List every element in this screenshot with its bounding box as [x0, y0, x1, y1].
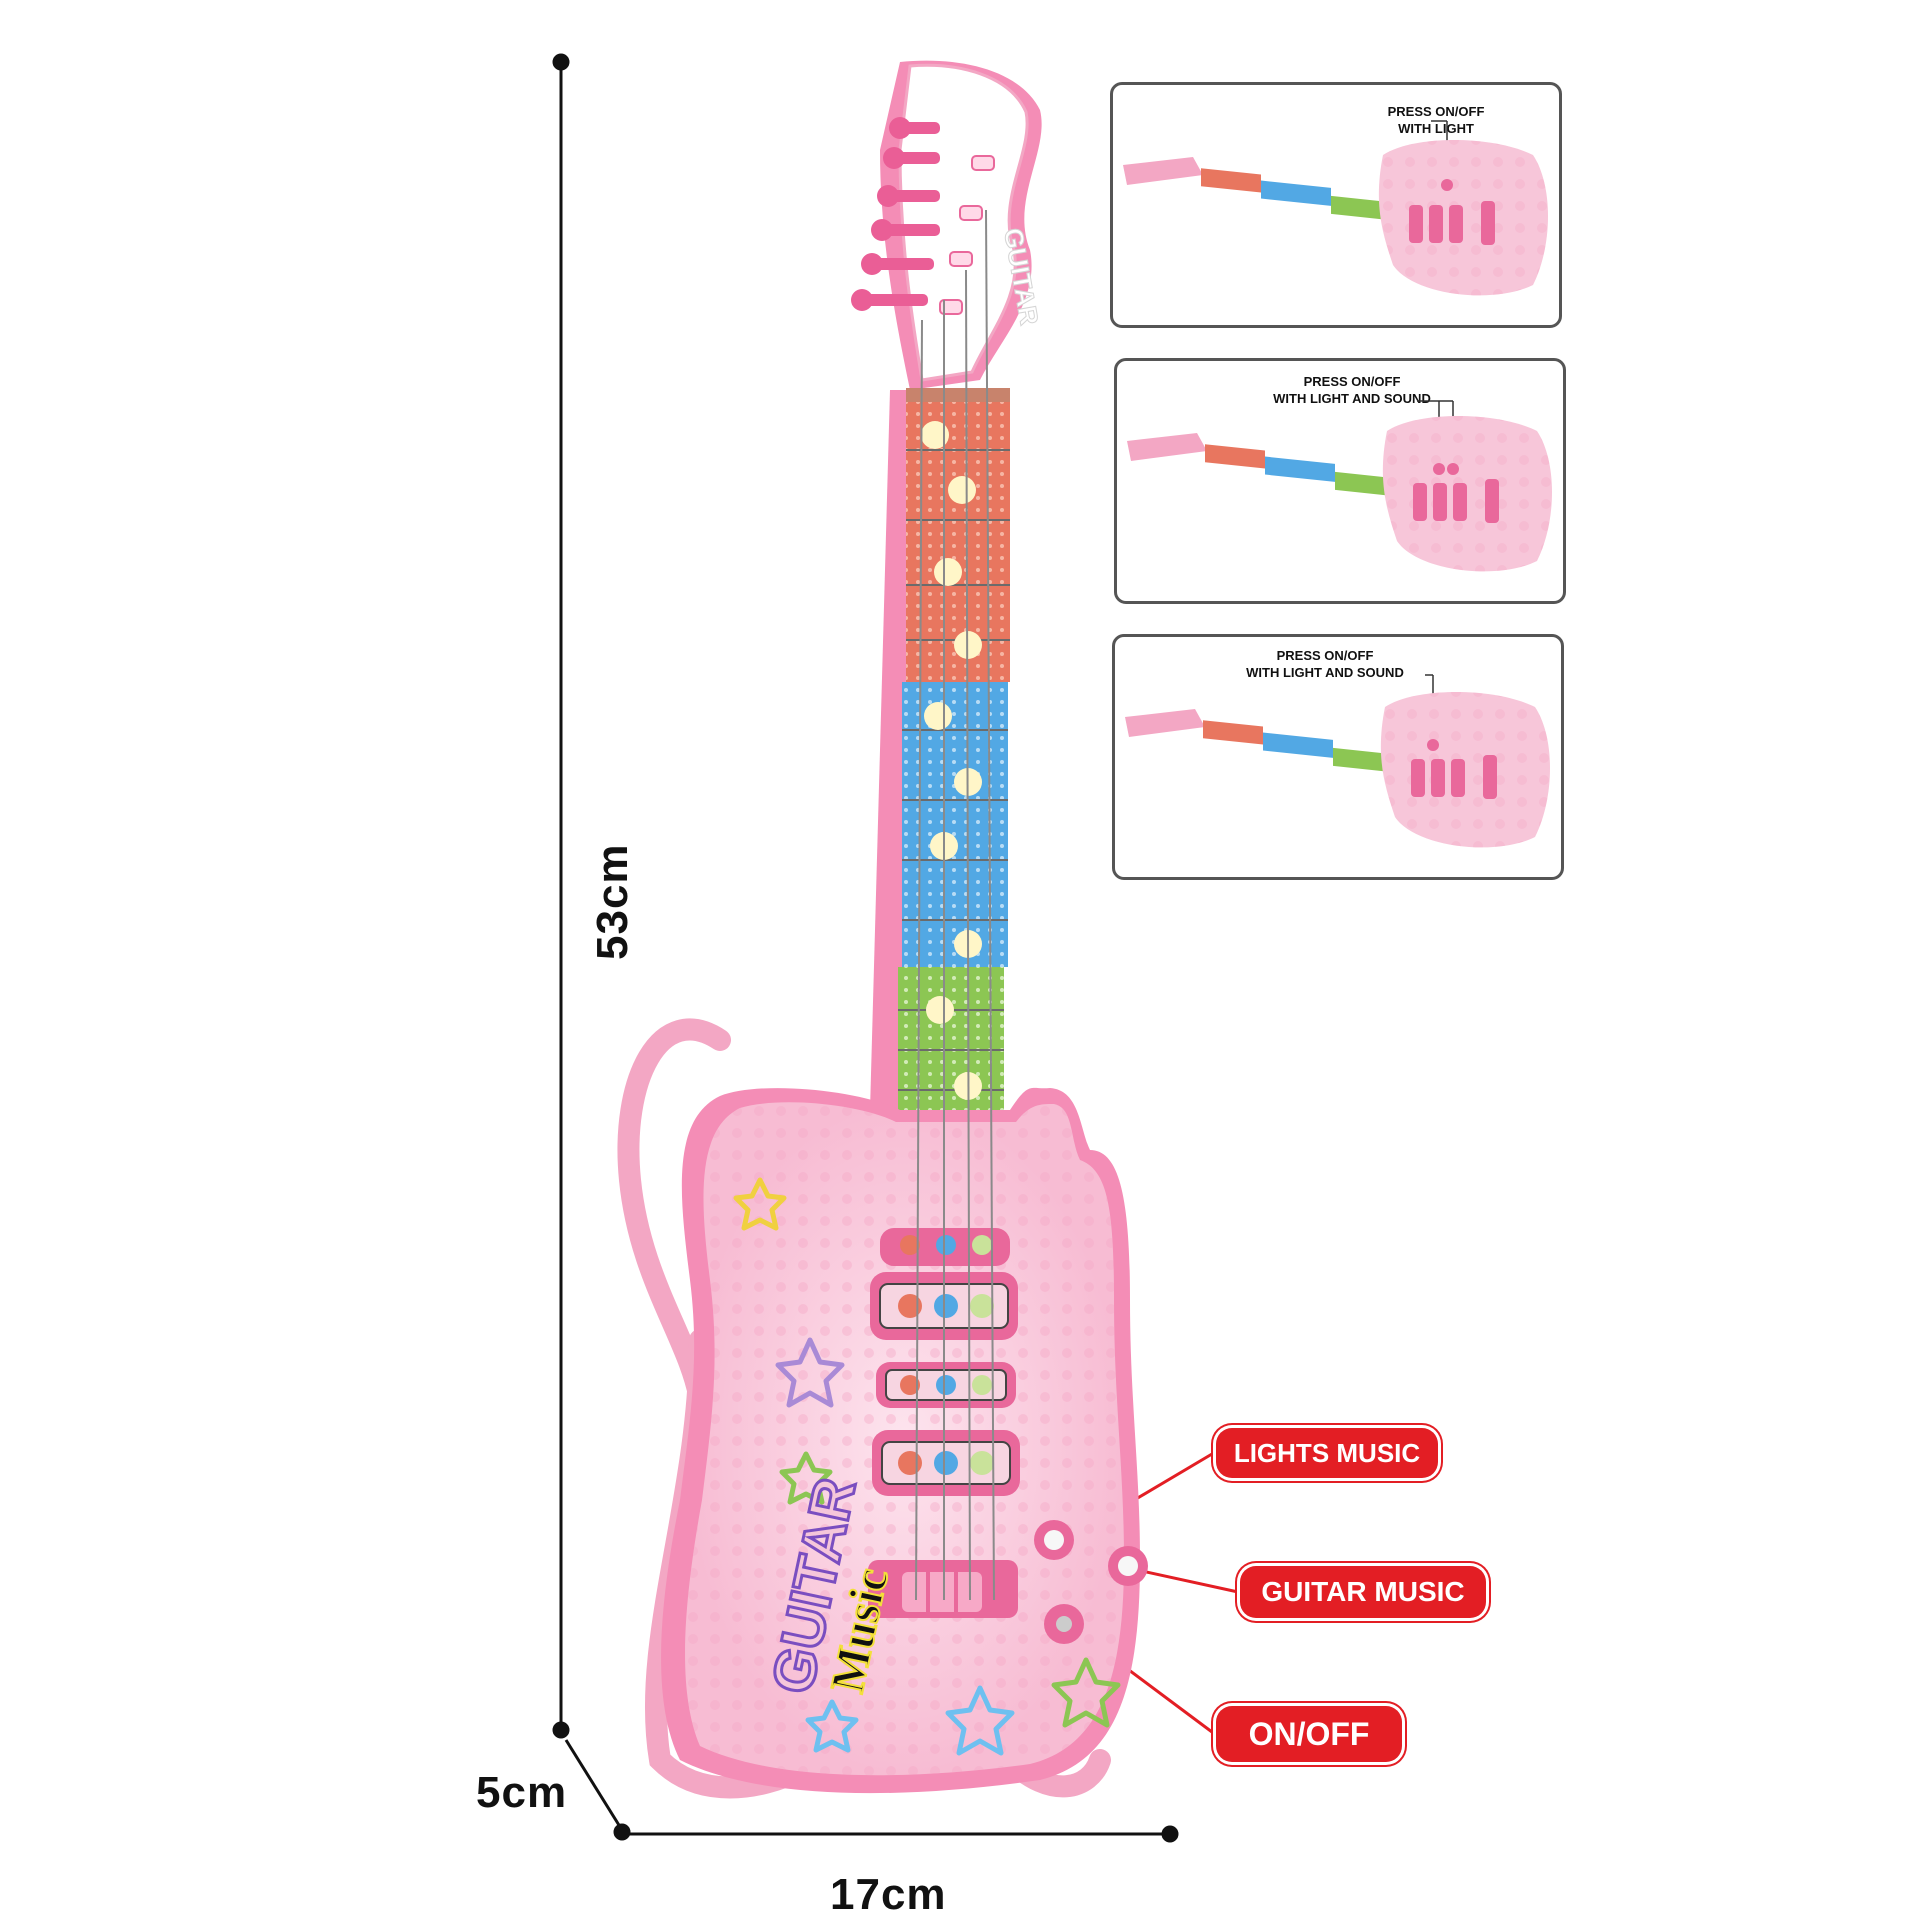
- mini-guitar-illustration: [1123, 120, 1548, 296]
- on-off-callout: ON/OFF: [1216, 1706, 1402, 1762]
- fretboard: [898, 388, 1010, 1202]
- panel-caption: PRESS ON/OFF WITH LIGHT: [1387, 104, 1485, 136]
- lights-music-callout: LIGHTS MUSIC: [1216, 1428, 1438, 1478]
- mini-guitar-illustration: [1127, 400, 1552, 572]
- guitar-music-callout: GUITAR MUSIC: [1240, 1566, 1486, 1618]
- demo-panel-light-sound: PRESS ON/OFF WITH LIGHT AND SOUND: [1114, 358, 1566, 604]
- width-dot: [1161, 1825, 1179, 1843]
- pickups: [870, 1228, 1020, 1496]
- height-top-dot: [552, 53, 570, 71]
- depth-label: 5cm: [476, 1768, 568, 1817]
- guitar-body: GUITAR Music: [661, 209, 1148, 1794]
- demo-panel-light-sound-2: PRESS ON/OFF WITH LIGHT AND SOUND: [1112, 634, 1564, 880]
- demo-panel-light: PRESS ON/OFF WITH LIGHT: [1110, 82, 1562, 328]
- panel-caption: PRESS ON/OFF WITH LIGHT AND SOUND: [1273, 374, 1431, 406]
- headstock: GUITAR: [851, 60, 1045, 391]
- mini-guitar-illustration: [1125, 674, 1550, 848]
- height-bottom-dot: [552, 1721, 570, 1739]
- control-knobs: [1034, 1520, 1148, 1644]
- panel-caption: PRESS ON/OFF WITH LIGHT AND SOUND: [1246, 648, 1404, 680]
- depth-line: [564, 1739, 624, 1831]
- neck-side: [870, 390, 910, 1110]
- width-label: 17cm: [830, 1870, 947, 1919]
